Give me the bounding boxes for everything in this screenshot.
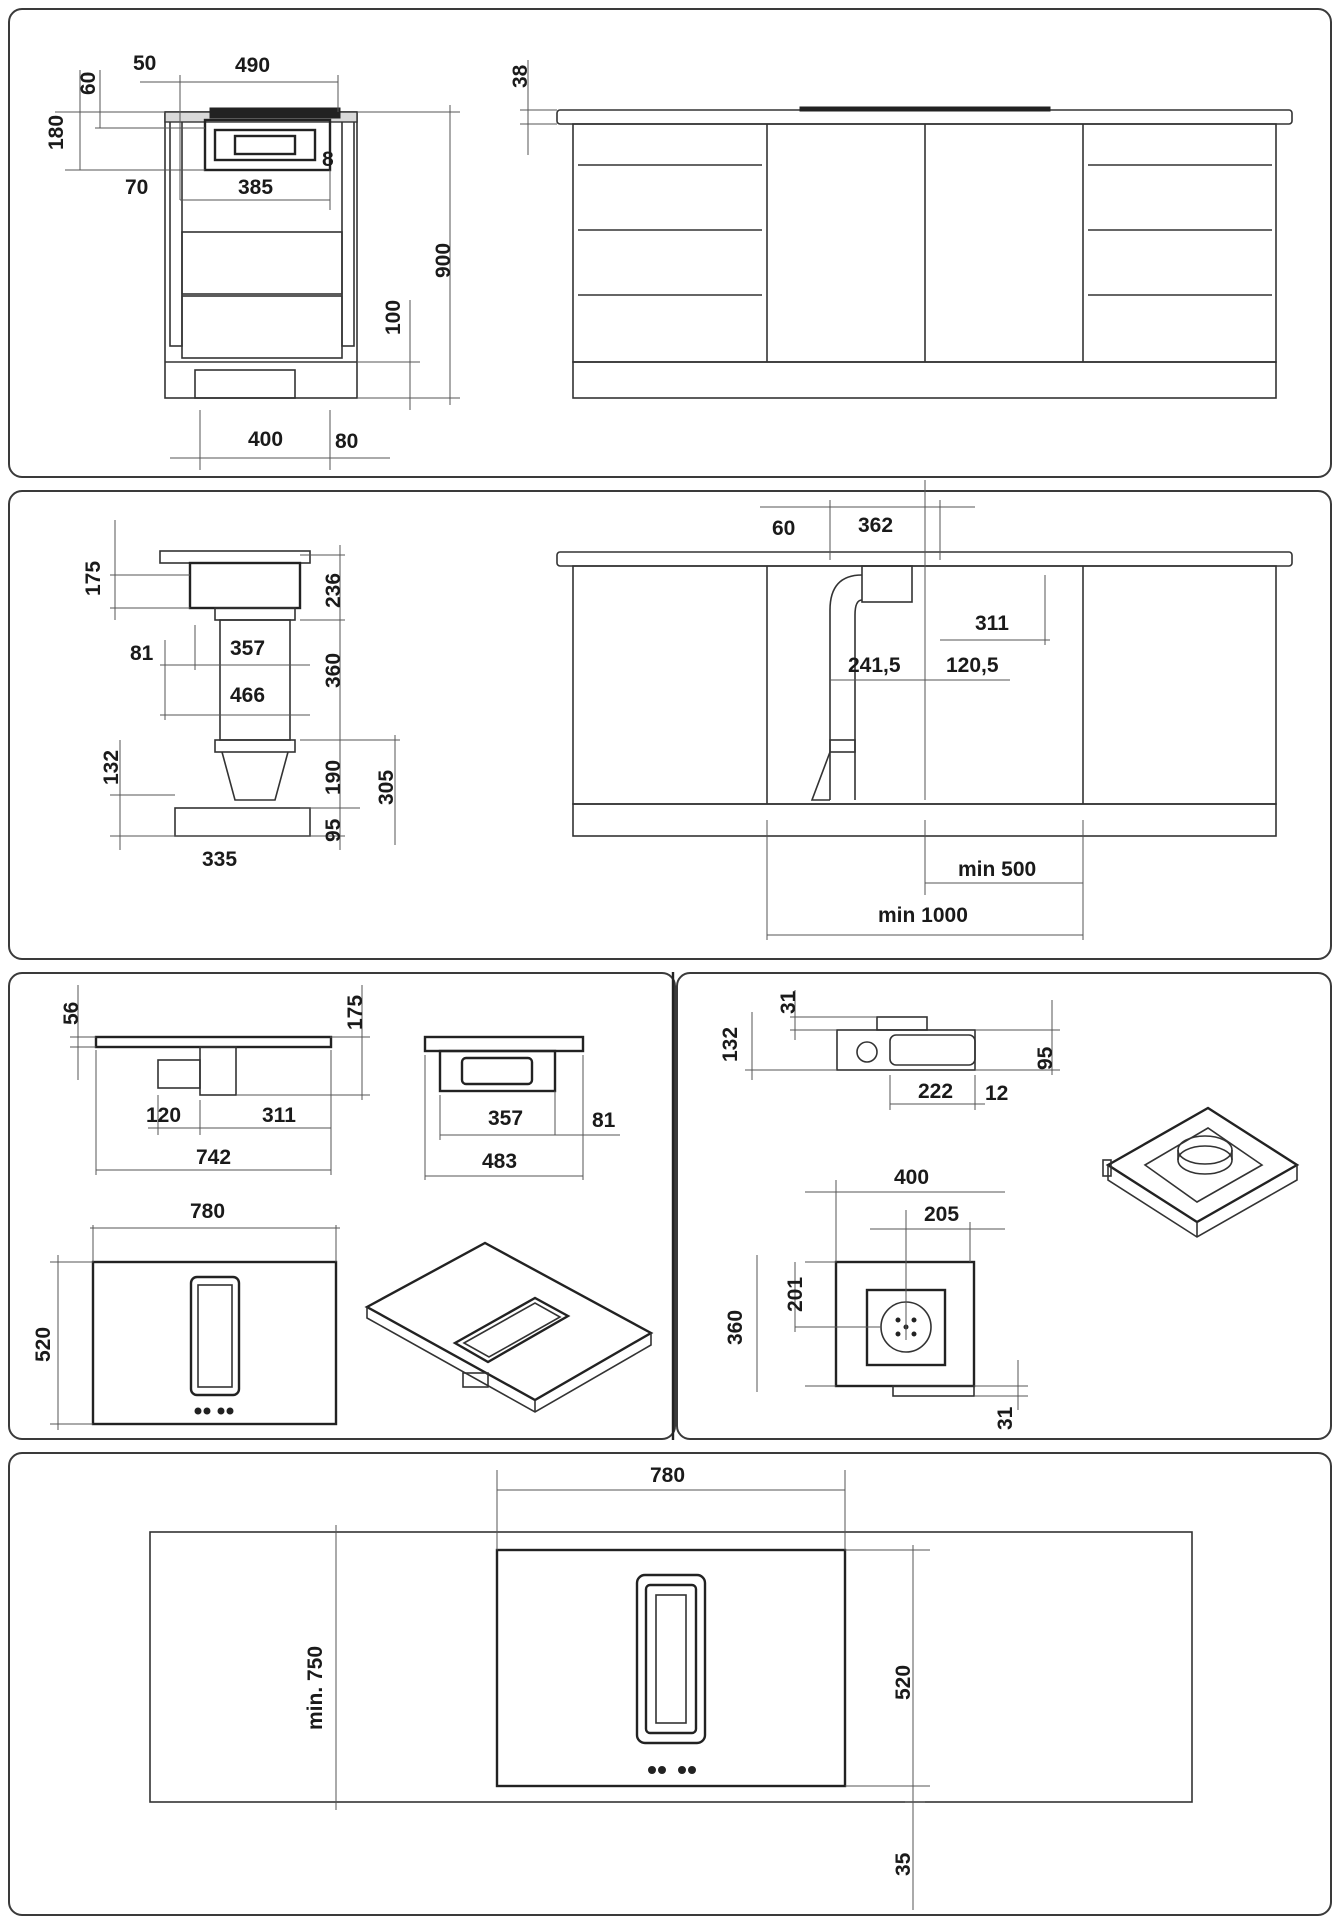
dim-205: 205 bbox=[924, 1203, 959, 1226]
dim-95: 95 bbox=[322, 818, 345, 842]
cabinet-side-section bbox=[164, 107, 358, 399]
island-front-elevation bbox=[520, 60, 1293, 399]
dim-81: 81 bbox=[130, 642, 154, 665]
dim-190: 190 bbox=[322, 760, 345, 795]
dim-120-hob: 120 bbox=[146, 1104, 181, 1127]
dim-490: 490 bbox=[235, 54, 270, 77]
dim-780-plan: 780 bbox=[650, 1464, 685, 1487]
island-duct-elevation bbox=[556, 480, 1293, 940]
dim-12: 12 bbox=[985, 1082, 1008, 1105]
dim-400-motor: 400 bbox=[894, 1166, 929, 1189]
dim-520-hob: 520 bbox=[32, 1327, 55, 1362]
dim-100: 100 bbox=[382, 300, 405, 335]
dim-min-500: min 500 bbox=[958, 858, 1036, 881]
extraction-unit-side-view bbox=[110, 520, 400, 850]
dim-360: 360 bbox=[322, 653, 345, 688]
panel-duct-installation bbox=[8, 490, 1332, 960]
motor-isometric-view bbox=[1102, 1106, 1300, 1238]
dim-81-hob: 81 bbox=[592, 1109, 616, 1132]
dim-236: 236 bbox=[322, 573, 345, 608]
dim-335: 335 bbox=[202, 848, 237, 871]
dim-60: 60 bbox=[77, 72, 100, 95]
dim-31-motor: 31 bbox=[777, 990, 800, 1014]
dim-201: 201 bbox=[784, 1277, 807, 1312]
dim-180: 180 bbox=[45, 115, 68, 150]
dim-241-5: 241,5 bbox=[848, 654, 901, 677]
hob-side-profile bbox=[70, 985, 370, 1175]
dim-min-750: min. 750 bbox=[304, 1646, 327, 1730]
motor-side-view bbox=[745, 990, 1060, 1110]
dim-311-duct: 311 bbox=[975, 612, 1009, 635]
dim-132-motor: 132 bbox=[719, 1027, 742, 1062]
motor-top-view bbox=[756, 1180, 1028, 1410]
panel-cabinet-elevation bbox=[8, 8, 1332, 478]
dim-50: 50 bbox=[133, 52, 156, 75]
dim-38: 38 bbox=[509, 64, 532, 88]
dim-357-hob: 357 bbox=[488, 1107, 523, 1130]
dim-120-5: 120,5 bbox=[946, 654, 999, 677]
dim-400: 400 bbox=[248, 428, 283, 451]
dim-466: 466 bbox=[230, 684, 265, 707]
dim-175-hob: 175 bbox=[344, 995, 367, 1030]
dim-31-motor-bottom: 31 bbox=[994, 1406, 1017, 1430]
dim-222: 222 bbox=[918, 1080, 953, 1103]
dim-780-hob: 780 bbox=[190, 1200, 225, 1223]
dim-80: 80 bbox=[335, 430, 358, 453]
hob-front-profile bbox=[423, 1035, 620, 1180]
dim-132: 132 bbox=[100, 750, 123, 785]
hob-isometric-view bbox=[364, 1241, 654, 1413]
dim-360-motor: 360 bbox=[724, 1310, 747, 1345]
cabinet-side-dimension-lines bbox=[55, 70, 460, 470]
dim-35: 35 bbox=[892, 1852, 915, 1876]
dim-900: 900 bbox=[432, 243, 455, 278]
dim-362: 362 bbox=[858, 514, 893, 537]
dim-60-duct: 60 bbox=[772, 517, 795, 540]
dim-742: 742 bbox=[196, 1146, 231, 1169]
dim-311-hob: 311 bbox=[262, 1104, 296, 1127]
dim-8: 8 bbox=[322, 148, 334, 171]
worktop-plan-view bbox=[149, 1470, 1193, 1910]
panel-plan-view bbox=[8, 1452, 1332, 1916]
dim-520-plan: 520 bbox=[892, 1665, 915, 1700]
dim-357: 357 bbox=[230, 637, 265, 660]
hob-top-view bbox=[50, 1225, 340, 1430]
dim-95-motor: 95 bbox=[1034, 1046, 1057, 1070]
dim-56: 56 bbox=[60, 1002, 83, 1025]
dim-175: 175 bbox=[82, 561, 105, 596]
dim-70: 70 bbox=[125, 176, 148, 199]
dim-385: 385 bbox=[238, 176, 273, 199]
dim-483: 483 bbox=[482, 1150, 517, 1173]
dim-min-1000: min 1000 bbox=[878, 904, 968, 927]
dim-305: 305 bbox=[375, 770, 398, 805]
